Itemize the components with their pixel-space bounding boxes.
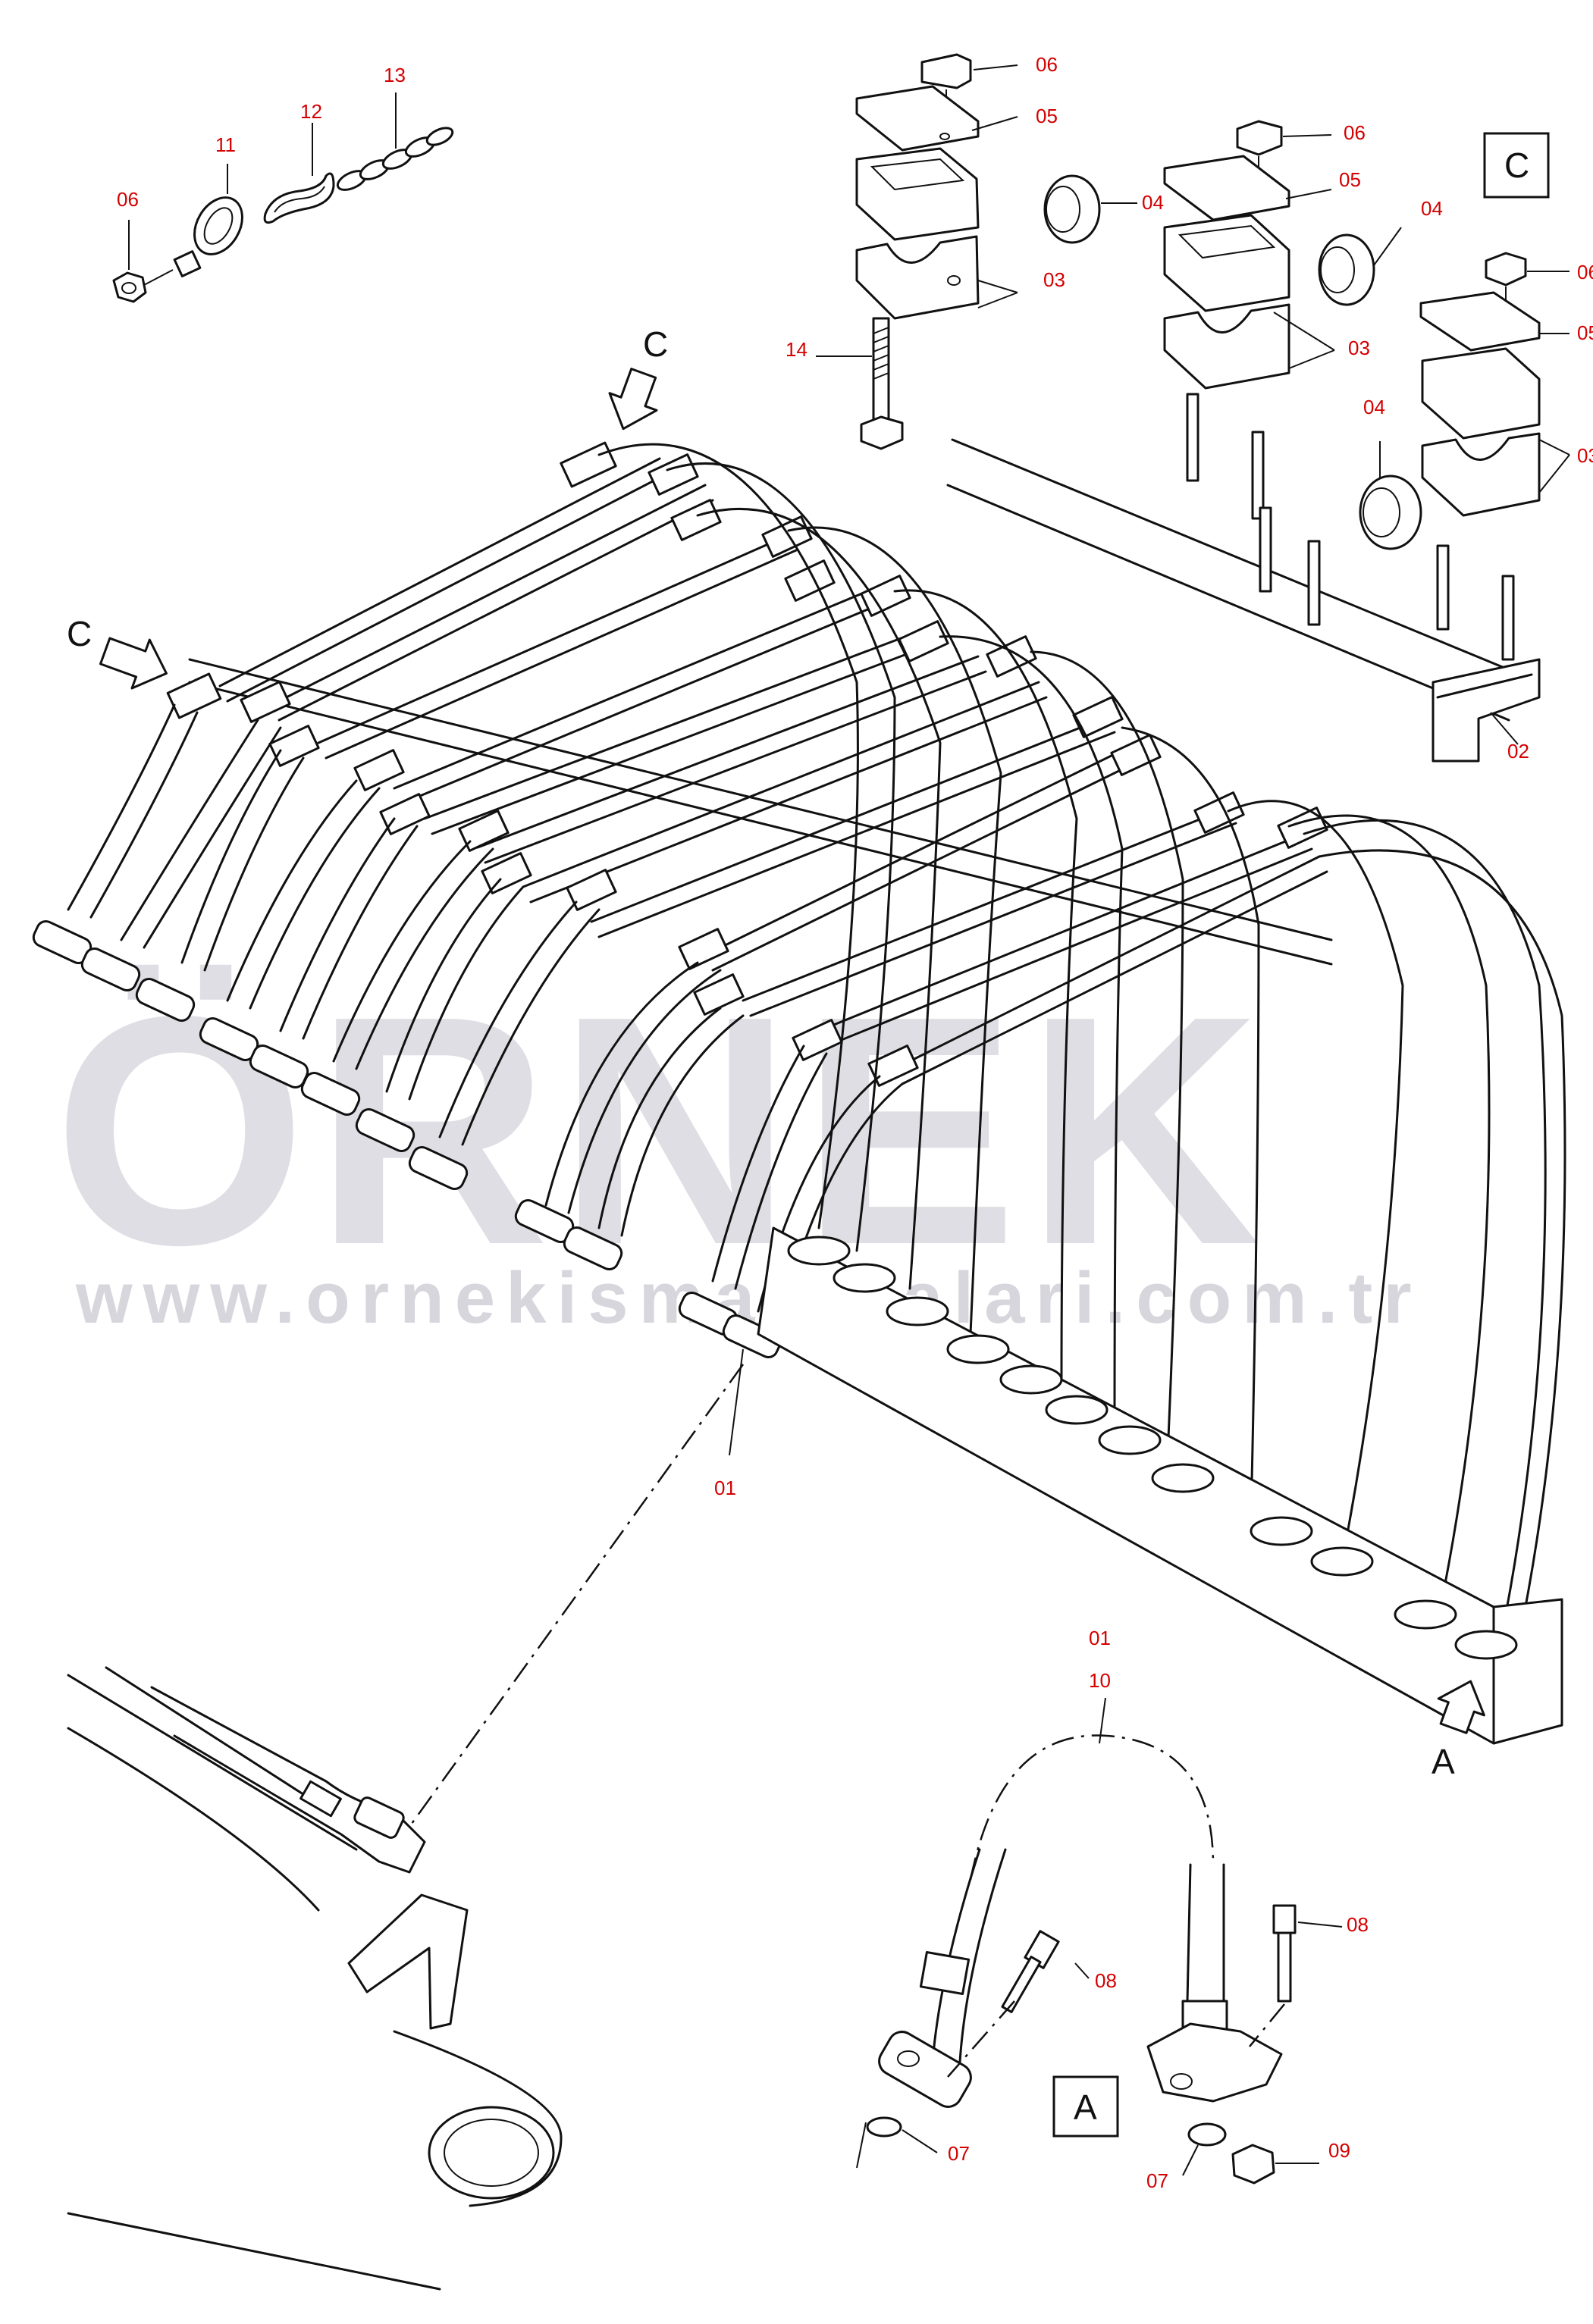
clamp-kit-1 bbox=[816, 53, 1137, 450]
callout-08: 08 bbox=[1095, 1969, 1117, 1992]
eye-bolt bbox=[173, 196, 243, 277]
hose-flange bbox=[1146, 2022, 1283, 2103]
o-ring bbox=[1187, 2122, 1227, 2147]
hex-nut bbox=[1236, 120, 1283, 156]
clamp-cover-plate bbox=[855, 85, 980, 152]
callout-04: 04 bbox=[1363, 396, 1385, 418]
callout-10: 10 bbox=[1089, 1669, 1111, 1692]
callout-numbers: 06 11 12 13 14 06 05 04 03 06 05 04 03 0… bbox=[117, 53, 1593, 2192]
hoses-left bbox=[67, 703, 904, 1320]
callout-03: 03 bbox=[1348, 337, 1370, 359]
detail-box-c: C bbox=[1483, 132, 1550, 199]
callout-01: 01 bbox=[1089, 1627, 1111, 1649]
clamp-half-lower bbox=[1163, 303, 1290, 390]
hose-flanges-left bbox=[32, 919, 782, 1359]
callout-11: 11 bbox=[215, 133, 236, 156]
grommet bbox=[1043, 174, 1101, 244]
connection-line bbox=[408, 1364, 745, 1828]
callout-05: 05 bbox=[1036, 105, 1058, 127]
view-label-a-arrow: A bbox=[1432, 1742, 1455, 1781]
studs bbox=[1186, 393, 1515, 661]
callout-05: 05 bbox=[1577, 321, 1593, 344]
hex-nut bbox=[1485, 252, 1527, 287]
callout-02: 02 bbox=[1507, 740, 1529, 763]
callout-04: 04 bbox=[1142, 191, 1164, 214]
view-label-c-top: C bbox=[643, 324, 668, 364]
watermark: ÖRNEK www.ornekismakinalari.com.tr bbox=[53, 949, 1412, 1339]
detail-a-hose bbox=[856, 1697, 1343, 2185]
view-arrows bbox=[99, 368, 1485, 1734]
hoses-right bbox=[597, 443, 1566, 1654]
hose-flange bbox=[878, 2031, 972, 2108]
axis-line bbox=[143, 269, 174, 286]
callout-06: 06 bbox=[117, 188, 139, 211]
view-a-arrow-icon bbox=[1437, 1680, 1485, 1734]
callout-06: 06 bbox=[1344, 121, 1366, 144]
hex-bolt bbox=[860, 317, 904, 450]
clamp-half-upper bbox=[1421, 347, 1541, 440]
manifold-block bbox=[757, 1226, 1563, 1745]
grommet bbox=[1318, 233, 1375, 306]
callout-01: 01 bbox=[714, 1477, 736, 1499]
callout-04: 04 bbox=[1421, 197, 1443, 220]
clamp-half-upper bbox=[855, 147, 980, 241]
hex-nut bbox=[1231, 2144, 1275, 2185]
callout-14: 14 bbox=[786, 338, 807, 361]
chain-link bbox=[263, 172, 335, 224]
chain-parts-group bbox=[112, 92, 454, 303]
clamp-kit-3 bbox=[1359, 252, 1570, 550]
view-c-arrow-icon bbox=[99, 637, 168, 690]
hose-assembly bbox=[32, 441, 1566, 1745]
clamp-half-lower bbox=[855, 235, 980, 320]
callout-12: 12 bbox=[300, 100, 322, 123]
watermark-brand: ÖRNEK bbox=[53, 949, 1268, 1313]
callout-03: 03 bbox=[1577, 444, 1593, 467]
callout-08: 08 bbox=[1347, 1913, 1369, 1936]
hex-nut bbox=[920, 53, 972, 89]
clamp-half-lower bbox=[1421, 432, 1541, 517]
callout-06: 06 bbox=[1036, 53, 1058, 76]
callout-13: 13 bbox=[384, 64, 406, 86]
clamp-half-upper bbox=[1163, 214, 1290, 312]
grommet bbox=[1359, 475, 1422, 550]
hex-nut bbox=[112, 271, 147, 303]
callout-07: 07 bbox=[948, 2142, 970, 2165]
view-label-c-left: C bbox=[67, 614, 92, 653]
clamp-kit-2 bbox=[1163, 120, 1402, 390]
callout-07: 07 bbox=[1146, 2169, 1168, 2192]
view-c-arrow-icon bbox=[608, 368, 658, 431]
socket-bolt bbox=[1272, 1904, 1297, 2003]
socket-bolt bbox=[1001, 1930, 1060, 2013]
detail-label-a: A bbox=[1074, 2088, 1097, 2127]
o-ring bbox=[866, 2116, 902, 2138]
detail-label-c: C bbox=[1504, 146, 1529, 185]
detail-box-a: A bbox=[1052, 2075, 1119, 2138]
clamp-cover-plate bbox=[1419, 291, 1541, 352]
stud-rail bbox=[946, 393, 1541, 763]
callout-03: 03 bbox=[1043, 268, 1065, 291]
boom-arm bbox=[67, 1666, 563, 2291]
callout-09: 09 bbox=[1328, 2139, 1350, 2162]
callout-06: 06 bbox=[1577, 261, 1593, 283]
callout-05: 05 bbox=[1339, 168, 1361, 191]
chain bbox=[336, 127, 454, 191]
clamp-cover-plate bbox=[1163, 155, 1290, 221]
